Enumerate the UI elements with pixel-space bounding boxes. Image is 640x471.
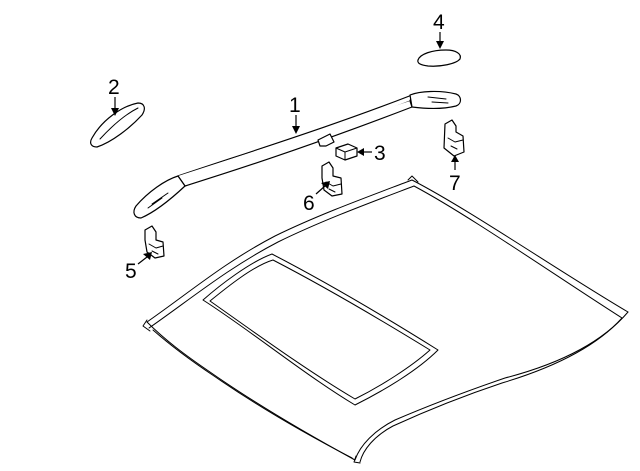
callout-3: 3 [374, 142, 386, 165]
rear-bracket [443, 119, 465, 157]
callout-5: 5 [125, 260, 137, 283]
callout-labels: 1 2 3 4 5 6 7 [108, 11, 461, 283]
center-bracket [321, 161, 343, 197]
leader-lines [111, 32, 459, 265]
callout-1: 1 [289, 94, 301, 117]
callout-7: 7 [449, 172, 461, 195]
callout-6: 6 [303, 192, 315, 215]
roof-rail [133, 90, 462, 219]
sunroof-opening [202, 253, 439, 406]
rear-rail-cover [417, 49, 461, 67]
front-bracket [144, 225, 165, 259]
callout-4: 4 [433, 11, 445, 34]
front-rail-cover [90, 102, 145, 148]
roof-panel [142, 175, 629, 464]
clip [335, 143, 358, 161]
callout-2: 2 [108, 76, 120, 99]
